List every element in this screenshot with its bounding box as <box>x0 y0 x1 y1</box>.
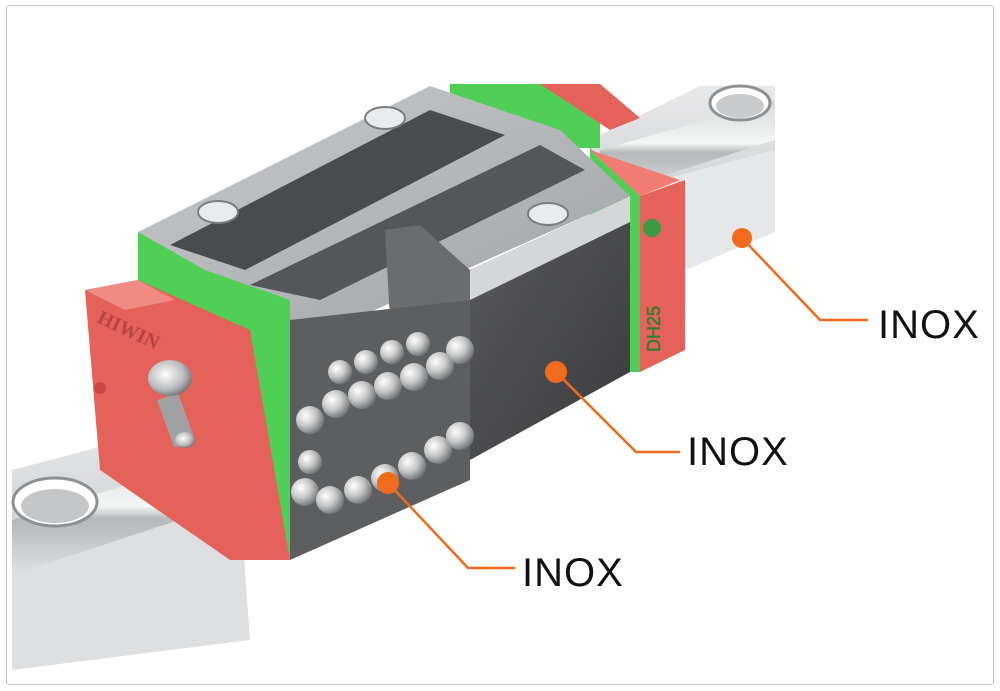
callout-label-carriage-body: INOX <box>687 430 789 474</box>
ball-row-upper <box>296 332 474 434</box>
leader-line <box>741 237 868 322</box>
callout-label-rail: INOX <box>878 303 980 347</box>
callout-rail <box>732 228 868 322</box>
callout-label-ball-chain: INOX <box>522 551 624 595</box>
carriage-block <box>85 84 685 560</box>
grease-nipple <box>148 360 195 448</box>
callout-ball-chain <box>377 472 515 570</box>
leader-line <box>387 482 515 570</box>
leader-line <box>555 371 680 454</box>
model-mark: DH25 <box>644 306 664 352</box>
ball-row-lower <box>291 422 474 514</box>
callout-carriage-body <box>545 361 680 454</box>
